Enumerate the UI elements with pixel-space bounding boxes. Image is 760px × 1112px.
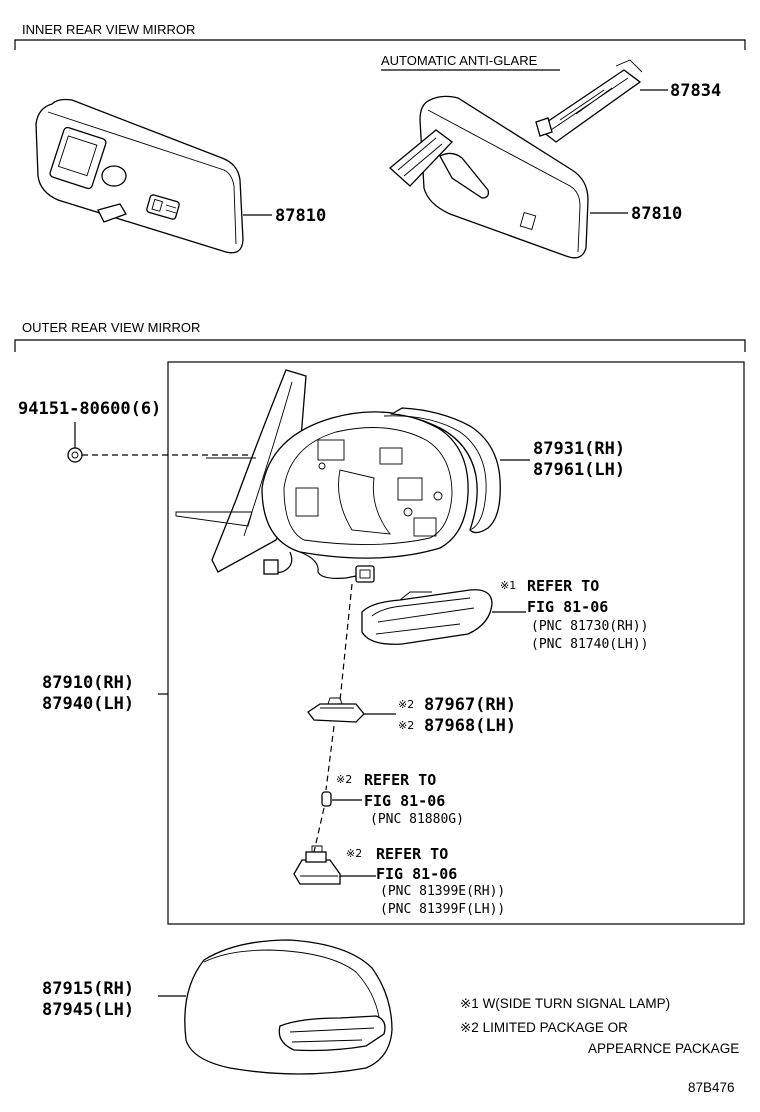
mark-2-87967: ※2 — [398, 698, 414, 711]
part-87810-right[interactable]: 87810 — [631, 204, 682, 224]
outer-section-title: OUTER REAR VIEW MIRROR — [22, 320, 200, 335]
lamp-unit-fig[interactable]: FIG 81-06 — [376, 865, 457, 883]
turn-lamp-pnc-rh: (PNC 81730(RH)) — [531, 619, 648, 634]
part-assy-lh[interactable]: 87940(LH) — [42, 694, 134, 714]
bulb-icon[interactable] — [321, 791, 332, 807]
part-87834[interactable]: 87834 — [670, 81, 721, 101]
dashed-leader-upper — [337, 583, 353, 721]
bulb-pnc: (PNC 81880G) — [370, 812, 464, 827]
turn-lamp-pnc-lh: (PNC 81740(LH)) — [531, 637, 648, 652]
outer-section-bracket — [14, 339, 746, 352]
screw-icon — [67, 447, 83, 463]
inner-section-title: INNER REAR VIEW MIRROR — [22, 22, 195, 37]
figure-code: 87B476 — [688, 1080, 735, 1095]
note-1: ※1 W(SIDE TURN SIGNAL LAMP) — [460, 996, 670, 1011]
mark-2-lamp-unit: ※2 — [346, 847, 362, 860]
mirror-wire-harness — [263, 551, 375, 583]
inner-section-bracket — [14, 39, 746, 50]
note-2-line1: ※2 LIMITED PACKAGE OR — [460, 1020, 628, 1035]
inner-mirror-right[interactable] — [389, 95, 589, 259]
lamp-unit-refer: REFER TO — [376, 845, 448, 863]
outer-mirror-glass[interactable] — [383, 407, 501, 534]
lamp-unit-pnc-lh: (PNC 81399F(LH)) — [380, 902, 505, 917]
outer-mirror-housing[interactable] — [175, 369, 469, 573]
lamp-bracket-87967[interactable] — [307, 697, 365, 723]
note-2-line2: APPEARNCE PACKAGE — [588, 1041, 739, 1056]
mark-2-87968: ※2 — [398, 719, 414, 732]
lamp-unit-pnc-rh: (PNC 81399E(RH)) — [380, 884, 505, 899]
part-screw[interactable]: 94151-80600(6) — [18, 399, 161, 419]
part-glass-rh[interactable]: 87931(RH) — [533, 439, 625, 459]
part-87968[interactable]: 87968(LH) — [424, 716, 516, 736]
part-cover-lh[interactable]: 87945(LH) — [42, 1000, 134, 1020]
outer-mirror-frame — [167, 361, 745, 925]
dashed-leader-middle — [325, 725, 335, 791]
turn-lamp-fig[interactable]: FIG 81-06 — [527, 598, 608, 616]
bulb-fig[interactable]: FIG 81-06 — [364, 792, 445, 810]
mark-2-bulb: ※2 — [336, 773, 352, 786]
mark-1-turn-lamp: ※1 — [500, 579, 516, 592]
part-cover-rh[interactable]: 87915(RH) — [42, 979, 134, 999]
part-glass-lh[interactable]: 87961(LH) — [533, 460, 625, 480]
outer-mirror-cover[interactable] — [184, 939, 393, 1075]
lamp-unit[interactable] — [293, 845, 341, 885]
dashed-leader-lower — [313, 807, 325, 853]
turn-lamp-refer: REFER TO — [527, 577, 599, 595]
part-87967[interactable]: 87967(RH) — [424, 695, 516, 715]
anti-glare-label: AUTOMATIC ANTI-GLARE — [381, 53, 538, 68]
part-87810-left[interactable]: 87810 — [275, 206, 326, 226]
inner-mirror-left[interactable] — [35, 98, 244, 254]
anti-glare-sensor-bracket[interactable] — [535, 59, 643, 143]
part-assy-rh[interactable]: 87910(RH) — [42, 673, 134, 693]
bulb-refer: REFER TO — [364, 771, 436, 789]
side-turn-signal-lamp[interactable] — [361, 589, 493, 645]
